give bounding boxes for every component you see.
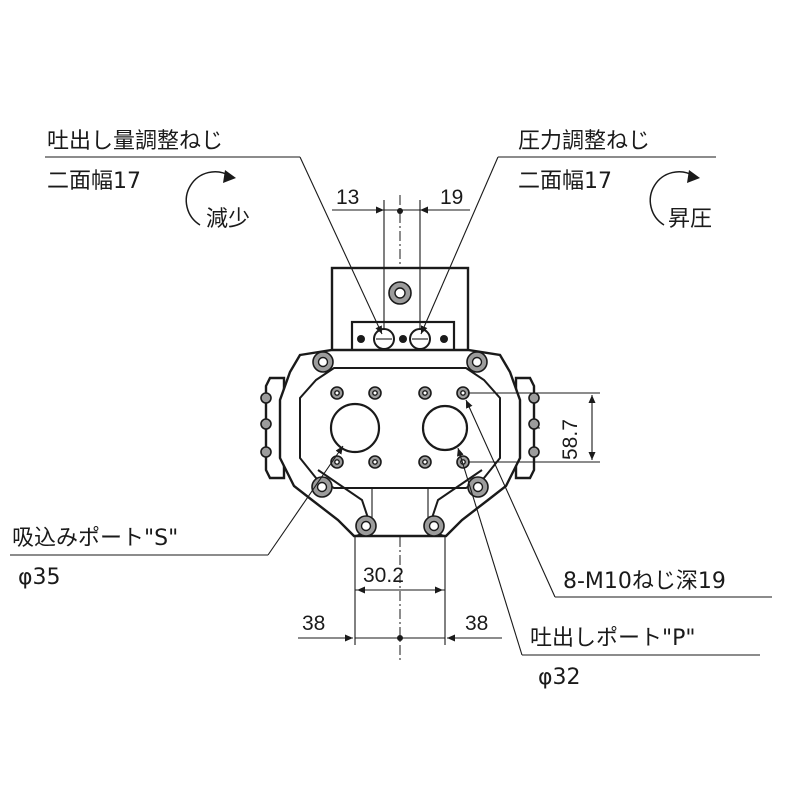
dimension-bottom — [298, 208, 502, 645]
label-bolt-spec: 8-M10ねじ深19 — [563, 569, 726, 594]
bolt-lug-right — [423, 515, 445, 537]
rotate-ccw-icon — [185, 170, 236, 226]
label-discharge-adjust-screw: 吐出し量調整ねじ — [47, 129, 223, 154]
label-discharge-port: 吐出しポート"P" — [530, 626, 696, 651]
dim-38-right: 38 — [465, 612, 488, 635]
dimension-top — [332, 200, 470, 330]
bolt-top-left — [312, 351, 334, 373]
dimension-right — [468, 392, 600, 463]
label-pressure-across-flats: 二面幅17 — [518, 169, 612, 194]
adjuster-block — [330, 266, 470, 358]
label-increase: 昇圧 — [668, 207, 712, 232]
bolt-top-right — [466, 351, 488, 373]
dim-13: 13 — [336, 186, 359, 209]
label-discharge-port-dia: φ32 — [538, 665, 581, 690]
label-suction-port: 吸込みポート"S" — [12, 526, 178, 551]
dimension-port-spacing — [354, 536, 446, 600]
pump-body — [260, 348, 540, 538]
leader-discharge-adjust — [45, 156, 383, 335]
label-discharge-across-flats: 二面幅17 — [47, 169, 141, 194]
threaded-holes — [330, 386, 470, 469]
dim-58-7: 58.7 — [559, 419, 582, 460]
dim-38-left: 38 — [302, 612, 325, 635]
rotate-cw-icon — [649, 170, 700, 226]
label-suction-port-dia: φ35 — [18, 565, 61, 590]
label-pressure-adjust-screw: 圧力調整ねじ — [518, 129, 650, 154]
dim-19: 19 — [440, 186, 463, 209]
mounting-bolts — [311, 351, 489, 537]
label-decrease: 減少 — [206, 207, 250, 232]
bolt-lug-left — [355, 515, 377, 537]
bolt-bottom-right — [467, 476, 489, 498]
leader-discharge-port — [457, 447, 760, 656]
leader-suction-port — [10, 445, 344, 556]
bolt-bottom-left — [311, 476, 333, 498]
leader-bolt-spec — [465, 399, 772, 598]
leader-pressure-adjust — [420, 156, 716, 335]
dim-30-2: 30.2 — [363, 564, 404, 587]
